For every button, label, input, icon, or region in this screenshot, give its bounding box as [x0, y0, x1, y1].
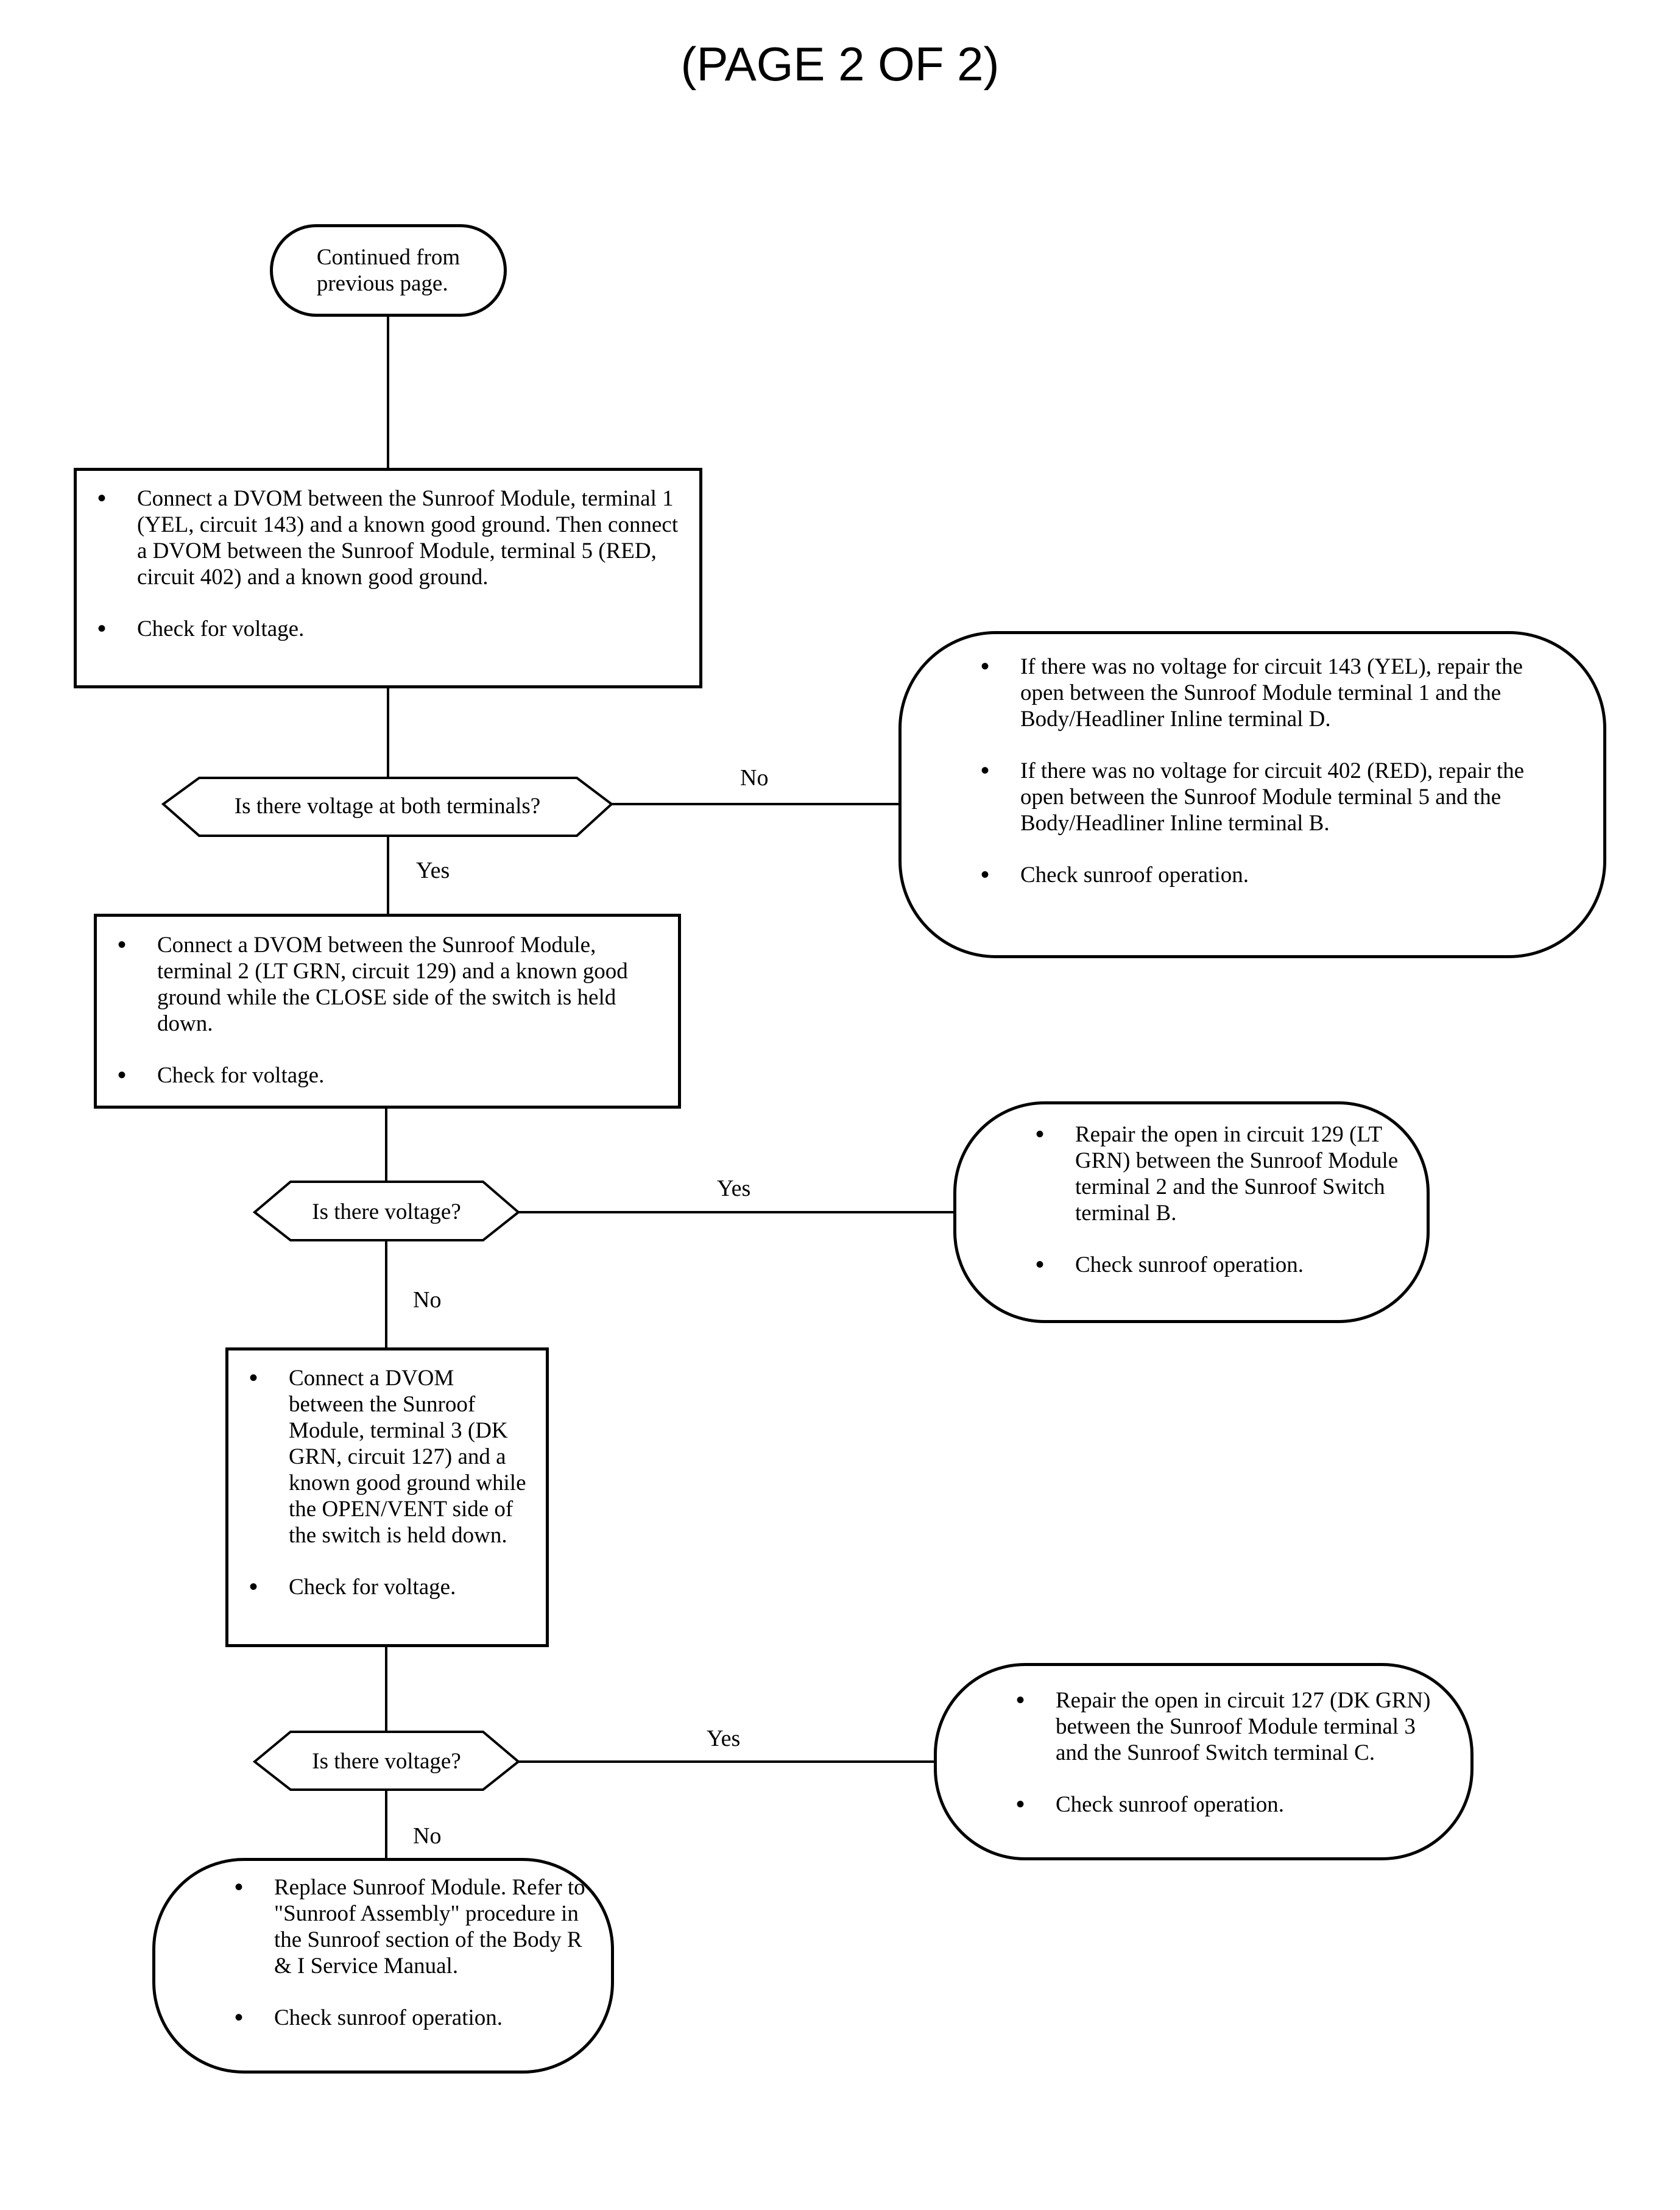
- step3-bullet-2: Check for voltage.: [237, 1574, 534, 1600]
- result1-bullet-1: If there was no voltage for circuit 143 …: [969, 654, 1567, 732]
- result3-bullet-1: Repair the open in circuit 127 (DK GRN) …: [1004, 1687, 1452, 1766]
- decision3-no-label: No: [413, 1823, 442, 1849]
- page-title: (PAGE 2 OF 2): [680, 37, 1000, 91]
- start-line-1: Continued from: [316, 245, 461, 270]
- step3-box: Connect a DVOM between the Sunroof Modul…: [225, 1347, 549, 1647]
- step2-bullet-1: Connect a DVOM between the Sunroof Modul…: [105, 932, 660, 1037]
- start-line-2: previous page.: [316, 271, 448, 296]
- step1-bullet-2: Check for voltage.: [85, 616, 681, 642]
- result3-bullet-2: Check sunroof operation.: [1004, 1792, 1452, 1818]
- step3-bullet-1: Connect a DVOM between the Sunroof Modul…: [237, 1365, 534, 1548]
- result2-bullet-2: Check sunroof operation.: [1023, 1252, 1402, 1278]
- decision1-yes-label: Yes: [416, 858, 450, 883]
- decision3-yes-label: Yes: [707, 1726, 741, 1751]
- result1-bullet-3: Check sunroof operation.: [969, 862, 1567, 888]
- result2-box: Repair the open in circuit 129 (LT GRN) …: [953, 1101, 1430, 1323]
- result1-box: If there was no voltage for circuit 143 …: [898, 631, 1606, 958]
- decision1-no-label: No: [740, 765, 769, 791]
- decision3-diamond: [252, 1731, 521, 1791]
- result3-box: Repair the open in circuit 127 (DK GRN) …: [934, 1663, 1474, 1860]
- result2-bullet-1: Repair the open in circuit 129 (LT GRN) …: [1023, 1121, 1402, 1226]
- decision2-diamond: [252, 1181, 521, 1241]
- decision2-no-label: No: [413, 1287, 442, 1313]
- decision3-question: Is there voltage?: [312, 1749, 461, 1774]
- result1-bullet-2: If there was no voltage for circuit 402 …: [969, 758, 1567, 836]
- start-terminator: Continued from previous page.: [270, 224, 507, 317]
- step1-box: Connect a DVOM between the Sunroof Modul…: [74, 468, 702, 688]
- decision2-question: Is there voltage?: [312, 1199, 461, 1224]
- result4-bullet-2: Check sunroof operation.: [222, 2005, 587, 2031]
- step2-bullet-2: Check for voltage.: [105, 1062, 660, 1089]
- decision1-diamond: [161, 777, 614, 837]
- result4-bullet-1: Replace Sunroof Module. Refer to "Sunroo…: [222, 1874, 587, 1979]
- decision2-yes-label: Yes: [717, 1176, 751, 1201]
- step2-box: Connect a DVOM between the Sunroof Modul…: [94, 914, 681, 1109]
- result4-box: Replace Sunroof Module. Refer to "Sunroo…: [152, 1858, 614, 2074]
- decision1-question: Is there voltage at both terminals?: [234, 794, 541, 819]
- step1-bullet-1: Connect a DVOM between the Sunroof Modul…: [85, 485, 681, 590]
